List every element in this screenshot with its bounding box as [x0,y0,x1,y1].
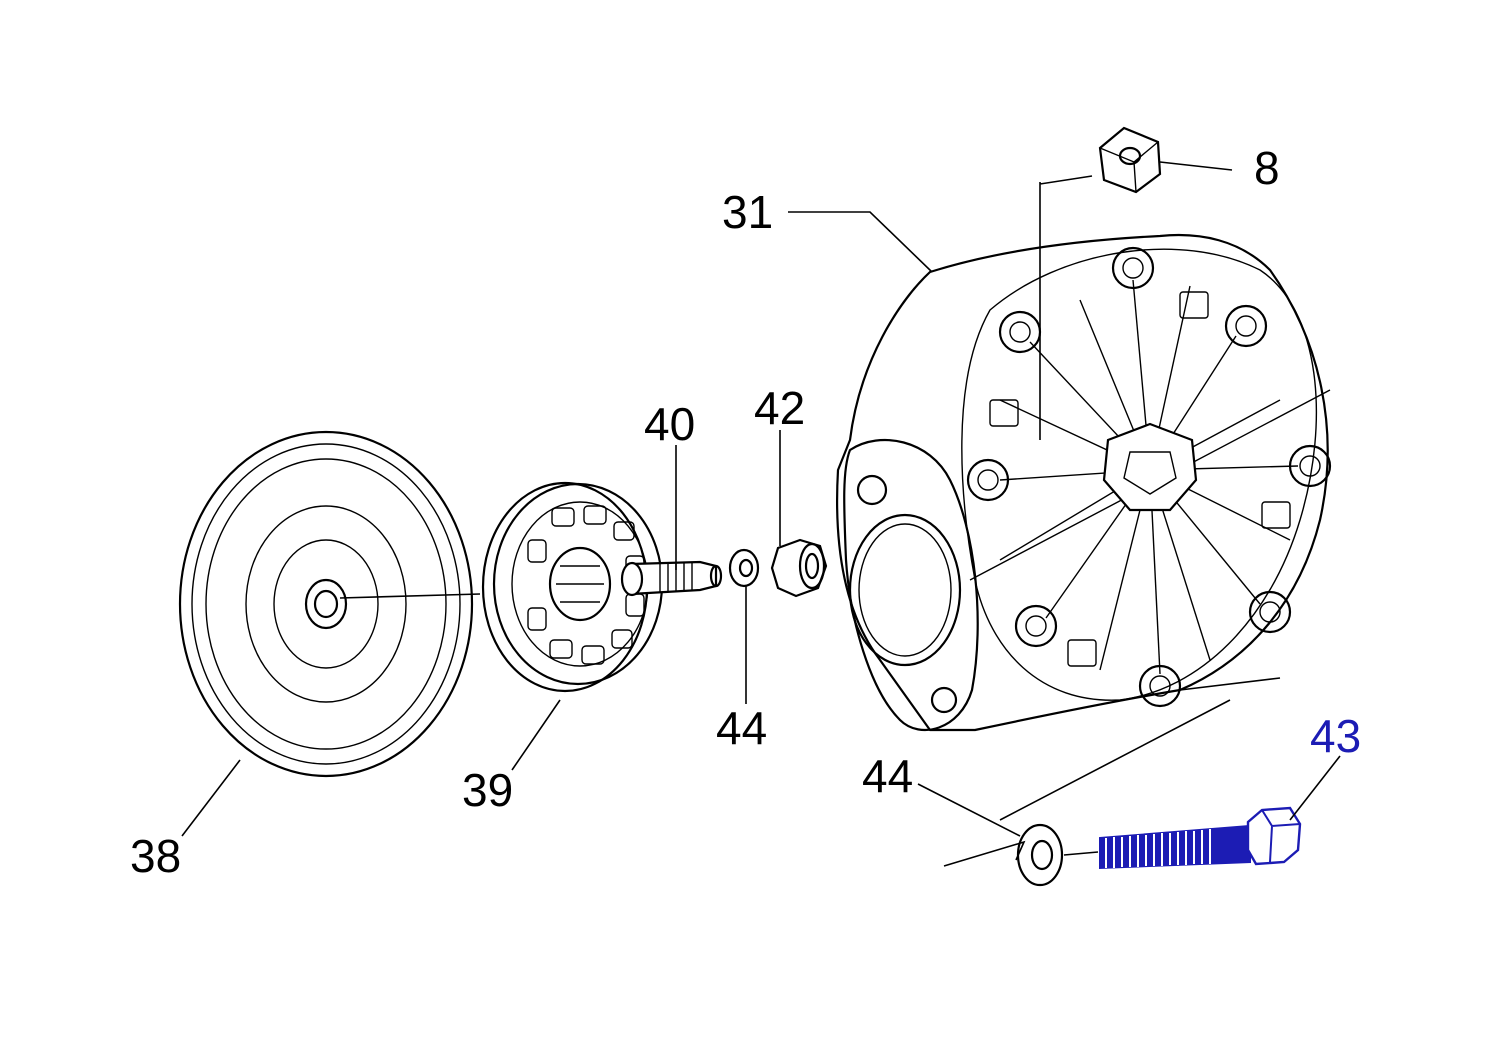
callout-39: 39 [462,764,513,816]
part-31-housing [835,233,1332,732]
part-40-shaft [620,560,723,597]
callout-40: 40 [644,398,695,450]
part-39-plate [481,481,664,693]
callout-38: 38 [130,830,181,882]
part-8-square-nut [1098,126,1162,194]
callout-labels: 8 31 40 42 44 39 38 44 43 [130,142,1361,882]
part-44-washer-lower [1016,823,1064,887]
part-44-washer-upper [728,548,760,588]
callout-43: 43 [1310,710,1361,762]
housing-bolt-holes [966,246,1332,708]
callout-44-upper: 44 [716,702,767,754]
callout-42: 42 [754,382,805,434]
part-43-bolt [1099,806,1302,870]
leader-lines [181,161,1341,867]
part-38-disc [178,430,474,778]
callout-31: 31 [722,186,773,238]
callout-44-lower: 44 [862,750,913,802]
callout-8: 8 [1254,142,1280,194]
part-42-nut [770,538,828,598]
